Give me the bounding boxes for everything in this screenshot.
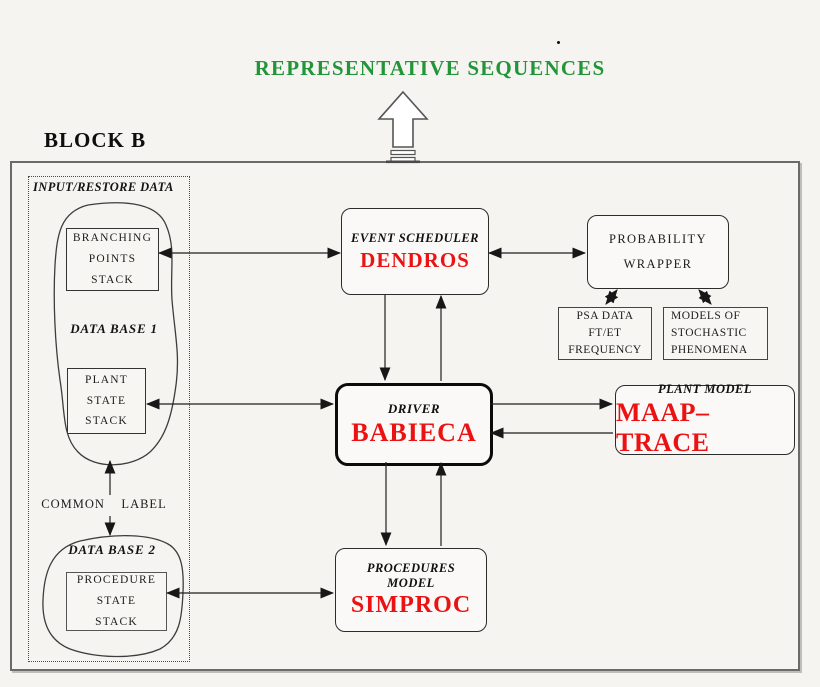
procedure-line-2: STATE — [96, 595, 137, 608]
event-scheduler-box: EVENT SCHEDULER DENDROS — [341, 208, 489, 295]
database1-label: DATA BASE 1 — [70, 321, 158, 336]
models-line-2: STOCHASTIC — [671, 327, 747, 340]
procedures-model-role-2: MODEL — [387, 576, 435, 590]
plant-line-1: PLANT — [84, 373, 129, 386]
psa-line-3: FREQUENCY — [568, 343, 642, 356]
procedures-model-role-1: PROCEDURES — [366, 561, 456, 575]
models-line-3: PHENOMENA — [671, 343, 748, 356]
branching-line-1: BRANCHING — [72, 232, 153, 245]
plant-line-3: STACK — [85, 415, 128, 428]
page-title: REPRESENTATIVE SEQUENCES — [254, 56, 606, 80]
procedures-model-box: PROCEDURES MODEL SIMPROC — [335, 548, 487, 632]
simproc-name: SIMPROC — [350, 592, 472, 618]
procedure-line-1: PROCEDURE — [76, 574, 157, 587]
procedure-line-3: STACK — [95, 615, 138, 628]
driver-role: DRIVER — [387, 401, 441, 416]
psa-line-1: PSA DATA — [576, 310, 634, 323]
probability-wrapper-box: PROBABILITY WRAPPER — [587, 215, 729, 289]
branching-line-3: STACK — [91, 273, 134, 286]
procedure-state-stack-box: PROCEDURE STATE STACK — [66, 572, 167, 631]
driver-box: DRIVER BABIECA — [335, 383, 493, 466]
models-line-1: MODELS OF — [671, 310, 741, 323]
psa-line-2: FT/ET — [588, 327, 622, 340]
stochastic-models-box: MODELS OF STOCHASTIC PHENOMENA — [663, 307, 768, 360]
probability-line-2: WRAPPER — [623, 257, 693, 271]
probability-line-1: PROBABILITY — [608, 232, 708, 246]
dendros-name: DENDROS — [360, 247, 470, 272]
plant-model-box: PLANT MODEL MAAP–TRACE — [615, 382, 795, 457]
branching-line-2: POINTS — [88, 253, 137, 266]
stray-dot — [557, 41, 560, 44]
plant-line-2: STATE — [86, 394, 127, 407]
database2-label: DATA BASE 2 — [68, 542, 156, 557]
babieca-name: BABIECA — [351, 418, 477, 447]
maap-trace-name: MAAP–TRACE — [616, 398, 710, 457]
plant-state-stack-box: PLANT STATE STACK — [67, 368, 146, 434]
plant-model-role: PLANT MODEL — [657, 382, 753, 396]
event-scheduler-role: EVENT SCHEDULER — [350, 230, 479, 245]
branching-points-stack-box: BRANCHING POINTS STACK — [66, 228, 159, 291]
block-b-label: BLOCK B — [44, 128, 147, 152]
input-restore-label: INPUT/RESTORE DATA — [33, 180, 174, 194]
common-label: COMMON LABEL — [41, 497, 167, 511]
input-restore-region — [28, 176, 190, 662]
up-arrow — [377, 90, 429, 164]
psa-data-box: PSA DATA FT/ET FREQUENCY — [558, 307, 652, 360]
